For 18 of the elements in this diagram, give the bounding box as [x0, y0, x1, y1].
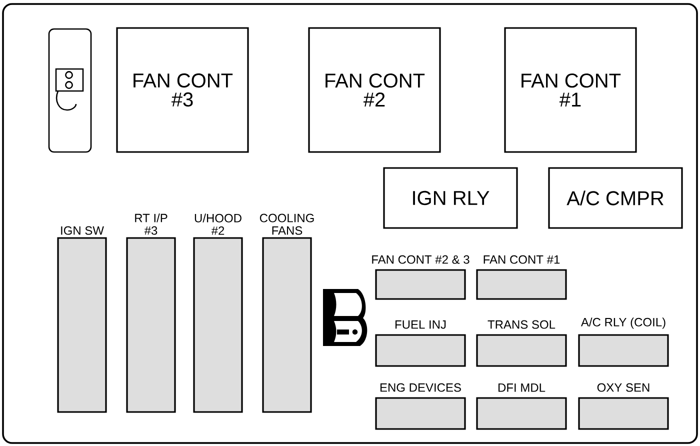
panel-outline: [2, 3, 698, 444]
fuse-label: U/HOOD #2: [194, 214, 242, 235]
fuse-label: TRANS SOL: [488, 320, 556, 329]
fuse-label: A/C RLY (COIL): [580, 318, 666, 329]
relay-box: A/C CMPR: [548, 167, 683, 229]
relay-box: IGN RLY: [383, 167, 518, 229]
fuse-label: FUEL INJ: [395, 320, 446, 329]
fuse-label: FAN CONT #1: [484, 255, 560, 264]
fuse-label: ENG DEVICES: [380, 383, 461, 392]
fuse-label: IGN SW: [61, 226, 104, 235]
fuse-label: FAN CONT #2 & 3: [372, 255, 470, 264]
fuse-label: OXY SEN: [597, 383, 650, 392]
fuse-label: COOLING FANS: [260, 214, 314, 235]
relay-box: FAN CONT #1: [504, 27, 637, 153]
relay-box: FAN CONT #3: [116, 27, 249, 153]
fuse-label: RT I/P #3: [135, 213, 168, 235]
fuse-label: DFI MDL: [498, 384, 546, 392]
relay-box: FAN CONT #2: [308, 27, 441, 153]
